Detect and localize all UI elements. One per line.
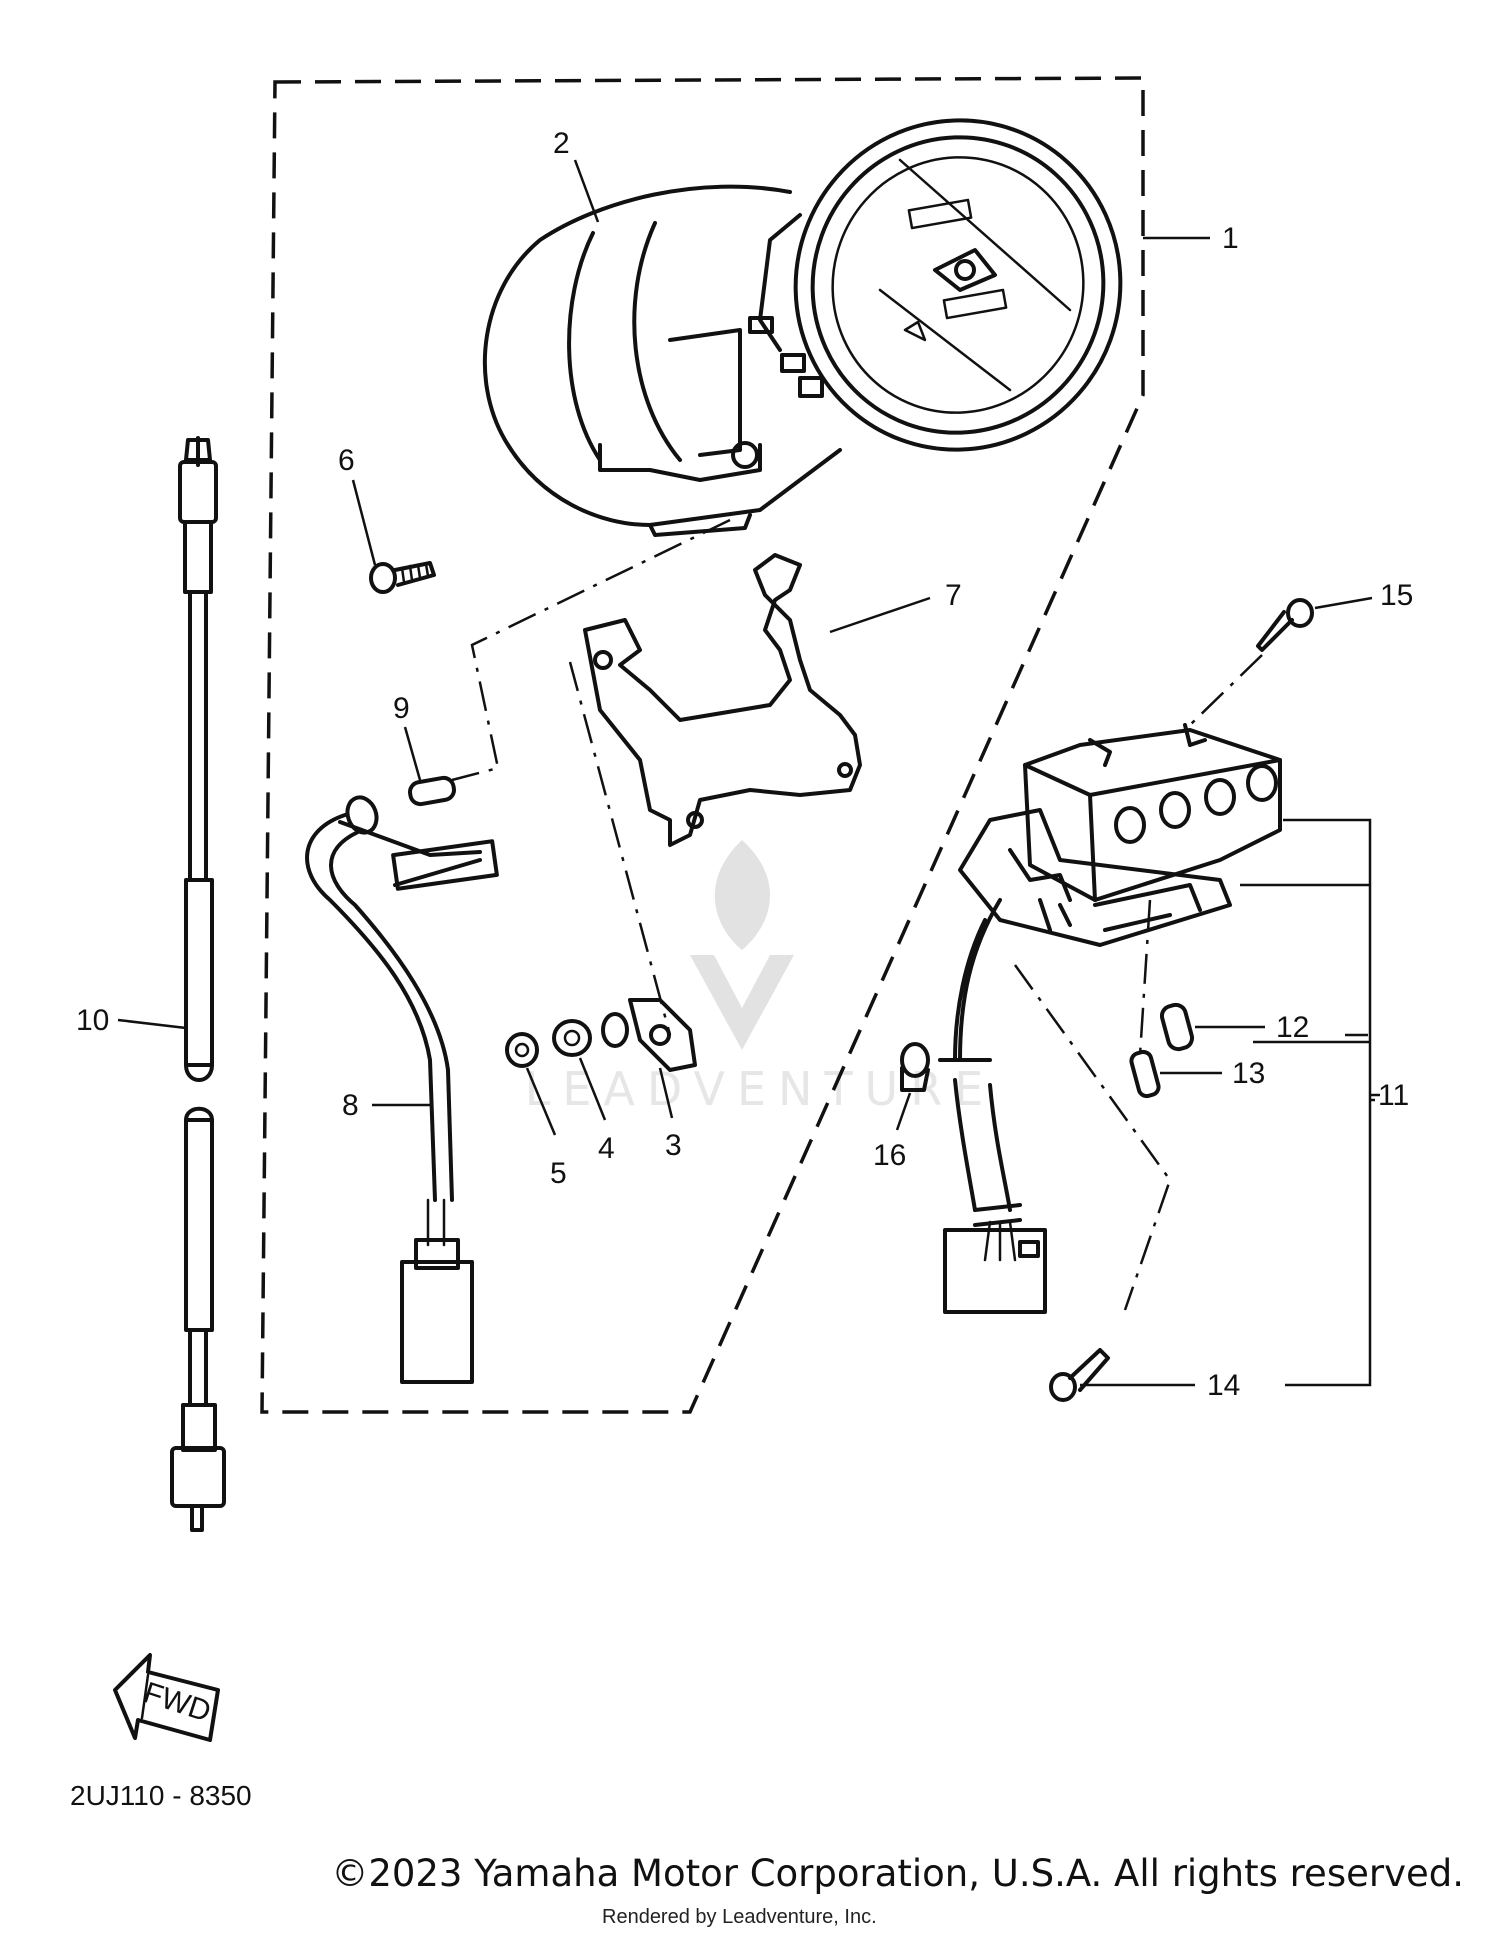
- meter-cable: [170, 436, 226, 1532]
- nut-5: [505, 1032, 539, 1068]
- callout-14: 14: [1207, 1369, 1240, 1402]
- washer-4: [552, 1019, 592, 1057]
- fwd-label: FWD: [140, 1676, 215, 1728]
- leader-line-4: [578, 1057, 607, 1121]
- bulb-9: [408, 775, 456, 807]
- leader-line-11: [1240, 818, 1380, 1387]
- meter-bracket: [583, 553, 862, 847]
- assembly-chain-line: [1189, 654, 1263, 726]
- leader-line-15: [1314, 596, 1373, 610]
- rendered-by-notice: Rendered by Leadventure, Inc.: [602, 1906, 877, 1928]
- assembly-chain-line: [1138, 899, 1152, 1056]
- screw-14: [1049, 1348, 1110, 1402]
- grommet-3: [601, 998, 697, 1072]
- callout-11: 11: [1378, 1079, 1409, 1112]
- leader-line-6: [351, 479, 377, 566]
- screw-6: [369, 561, 436, 594]
- callout-2: 2: [553, 127, 570, 160]
- assembly-chain-line: [568, 661, 672, 1036]
- assembly-chain-line: [1013, 964, 1172, 1311]
- assembly-chain-line: [451, 518, 731, 782]
- copyright-notice: ©2023 Yamaha Motor Corporation, U.S.A. A…: [331, 1852, 1464, 1895]
- callout-6: 6: [338, 444, 355, 477]
- callout-1: 1: [1222, 222, 1239, 255]
- leader-line-3: [658, 1067, 674, 1119]
- callout-16: 16: [873, 1139, 906, 1172]
- callout-15: 15: [1380, 579, 1413, 612]
- callout-4: 4: [598, 1132, 615, 1165]
- leader-line-16: [895, 1092, 912, 1131]
- leader-line-2: [573, 159, 600, 223]
- leader-line-9: [403, 726, 422, 781]
- callout-5: 5: [550, 1157, 567, 1190]
- screw-15: [1256, 598, 1314, 652]
- indicator-assembly: [938, 723, 1282, 1314]
- bulb-16: [900, 1042, 930, 1092]
- leader-line-5: [525, 1067, 557, 1136]
- meter-case: [482, 184, 842, 537]
- socket-cord: [305, 795, 499, 1384]
- meter-assembly: [748, 118, 1123, 452]
- callout-12: 12: [1276, 1011, 1309, 1044]
- bulb-13: [1129, 1049, 1161, 1099]
- fwd-arrow-icon: FWD: [113, 1653, 220, 1742]
- leader-line-7: [829, 596, 931, 634]
- leader-line-10: [117, 1018, 187, 1030]
- callout-13: 13: [1232, 1057, 1265, 1090]
- callout-3: 3: [665, 1129, 682, 1162]
- assembly-boundary: [260, 76, 1145, 1414]
- callout-8: 8: [342, 1089, 359, 1122]
- leadventure-logo-icon: [690, 840, 794, 1050]
- callout-7: 7: [945, 579, 962, 612]
- callout-10: 10: [76, 1004, 109, 1037]
- callout-9: 9: [393, 692, 410, 725]
- drawing-code: 2UJ110 - 8350: [70, 1780, 252, 1811]
- bulb-12: [1159, 1002, 1195, 1052]
